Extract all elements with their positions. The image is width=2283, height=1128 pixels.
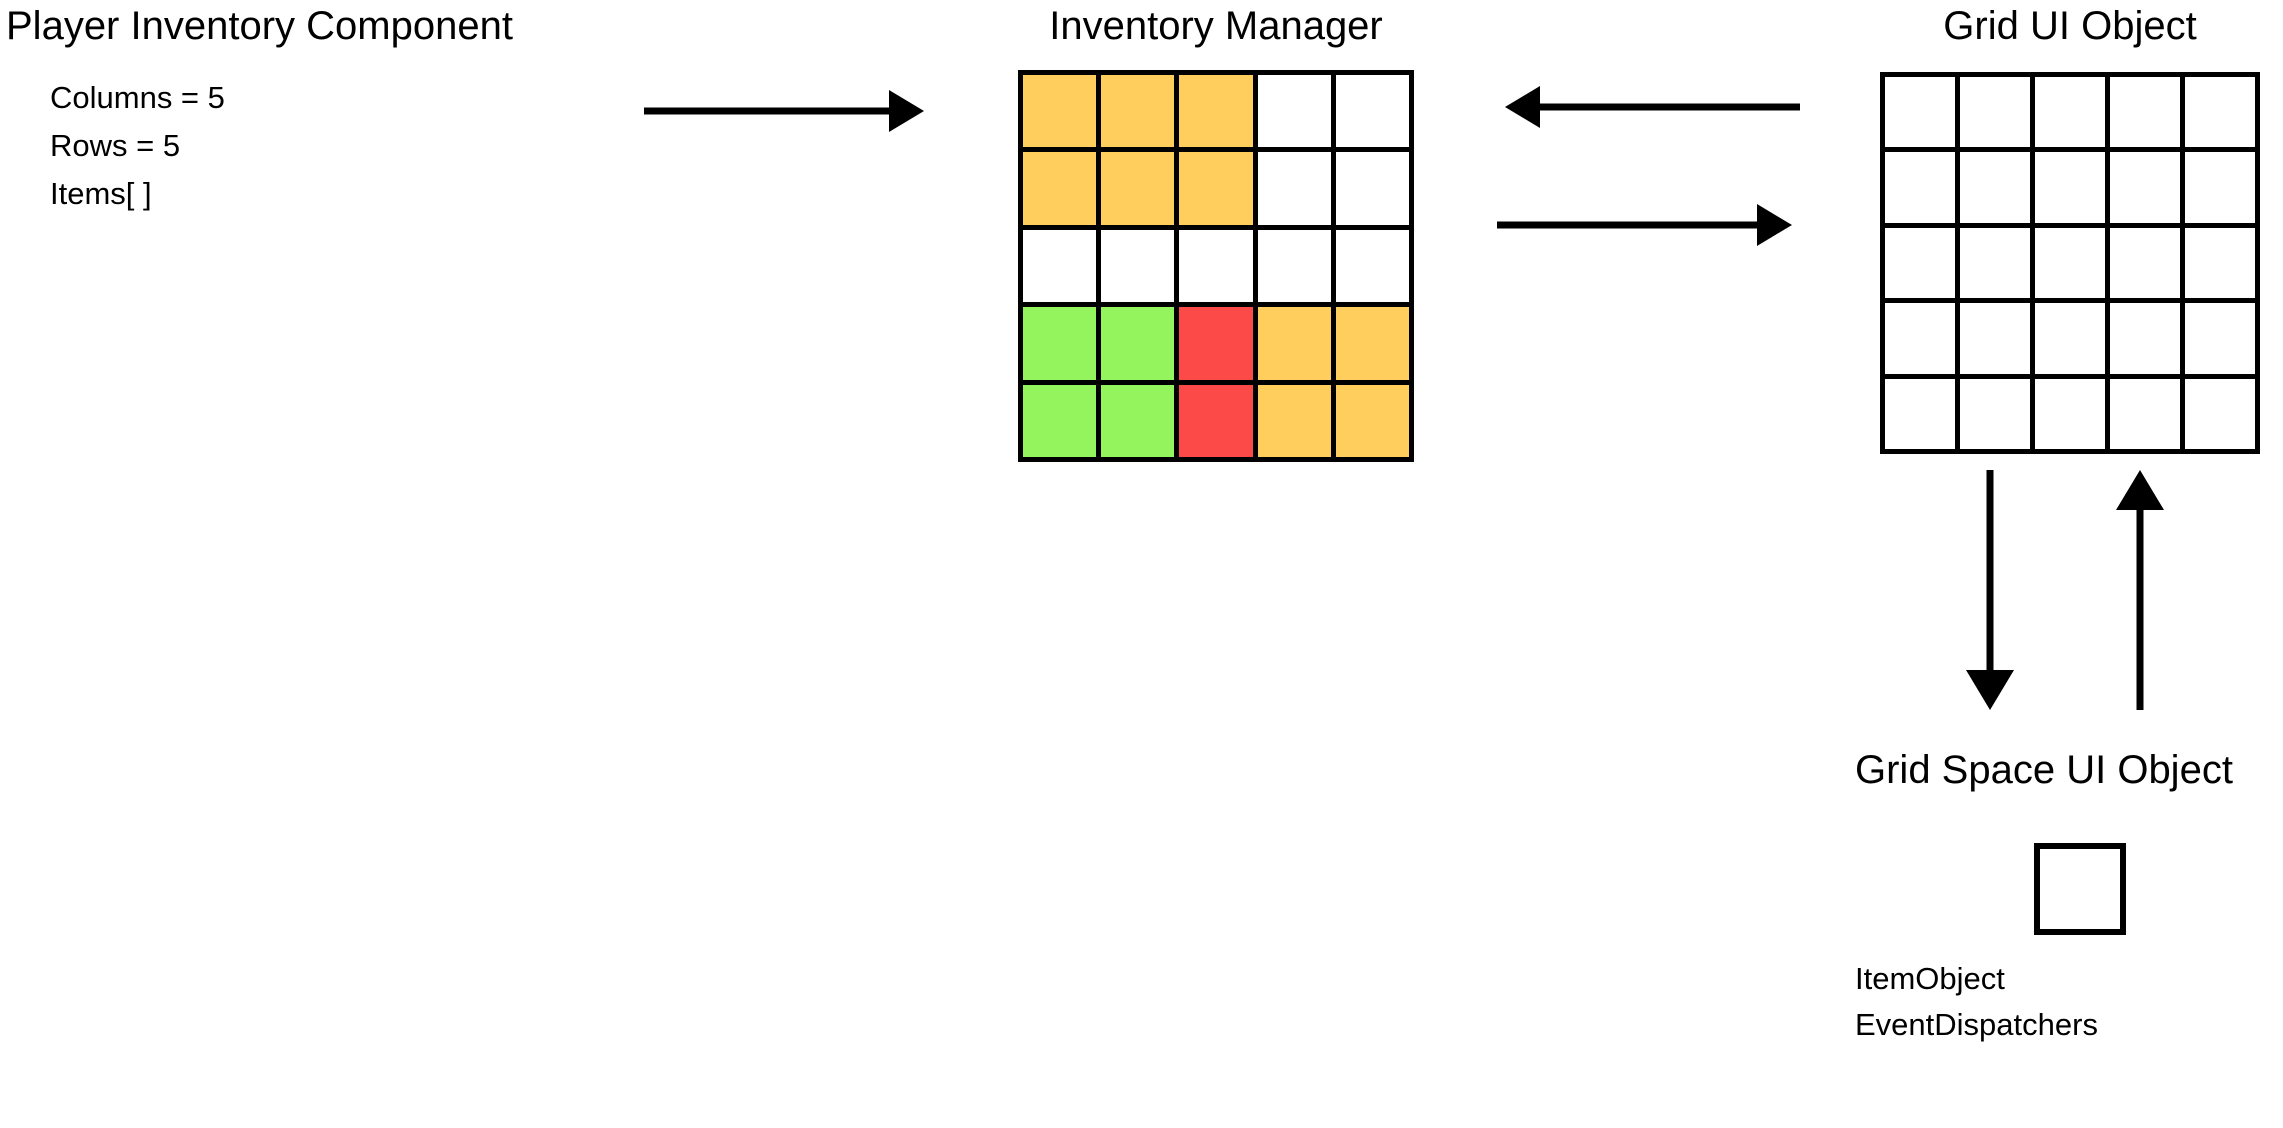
- arrow-grid-ui-object-to-inventory-manager: [1505, 84, 1800, 130]
- inventory-cell[interactable]: [1179, 307, 1253, 380]
- inventory-cell[interactable]: [1257, 75, 1331, 148]
- grid-ui-cell[interactable]: [1885, 303, 1955, 374]
- grid-ui-cell[interactable]: [2035, 152, 2105, 223]
- inventory-manager-grid[interactable]: [1018, 70, 1414, 462]
- grid-ui-cell[interactable]: [1960, 77, 2030, 148]
- grid-ui-cell[interactable]: [2035, 303, 2105, 374]
- arrow-player-inventory-to-inventory-manager: [644, 88, 924, 134]
- grid-ui-cell[interactable]: [1960, 303, 2030, 374]
- arrow-inventory-manager-to-grid-ui-object: [1497, 202, 1792, 248]
- inventory-cell[interactable]: [1101, 229, 1175, 303]
- grid-ui-cell[interactable]: [2110, 77, 2180, 148]
- inventory-cell[interactable]: [1335, 384, 1409, 457]
- grid-ui-cell[interactable]: [2185, 378, 2255, 449]
- grid-ui-cell[interactable]: [1885, 227, 1955, 299]
- grid-ui-cell[interactable]: [2185, 227, 2255, 299]
- inventory-cell[interactable]: [1257, 307, 1331, 380]
- inventory-cell[interactable]: [1257, 229, 1331, 303]
- inventory-cell[interactable]: [1335, 152, 1409, 225]
- grid-ui-cell[interactable]: [2110, 152, 2180, 223]
- inventory-cell[interactable]: [1101, 75, 1175, 148]
- grid-ui-cell[interactable]: [1885, 77, 1955, 148]
- inventory-cell[interactable]: [1257, 152, 1331, 225]
- grid-ui-cell[interactable]: [2110, 303, 2180, 374]
- grid-ui-cell[interactable]: [2110, 227, 2180, 299]
- label-item-object: ItemObject: [1855, 961, 2005, 996]
- label-event-dispatchers: EventDispatchers: [1855, 1007, 2098, 1042]
- grid-ui-cell[interactable]: [2185, 152, 2255, 223]
- inventory-cell[interactable]: [1335, 229, 1409, 303]
- inventory-cell[interactable]: [1179, 75, 1253, 148]
- property-columns: Columns = 5: [50, 80, 225, 115]
- grid-space-ui-object-title: Grid Space UI Object: [1855, 748, 2233, 792]
- grid-ui-object-title: Grid UI Object: [1943, 4, 2197, 48]
- property-rows: Rows = 5: [50, 128, 181, 163]
- grid-space-ui-object-square[interactable]: [2034, 843, 2126, 935]
- inventory-cell[interactable]: [1179, 229, 1253, 303]
- player-inventory-properties: Columns = 5 Rows = 5 Items[ ]: [50, 74, 225, 218]
- inventory-cell[interactable]: [1023, 384, 1097, 457]
- inventory-cell[interactable]: [1257, 384, 1331, 457]
- inventory-cell[interactable]: [1101, 152, 1175, 225]
- grid-ui-cell[interactable]: [1885, 152, 1955, 223]
- arrow-grid-ui-object-to-grid-space-ui-object: [1962, 470, 2018, 710]
- grid-ui-cell[interactable]: [2185, 77, 2255, 148]
- grid-ui-cell[interactable]: [1960, 227, 2030, 299]
- grid-ui-cell[interactable]: [2035, 378, 2105, 449]
- grid-ui-cell[interactable]: [2035, 77, 2105, 148]
- grid-ui-cell[interactable]: [2035, 227, 2105, 299]
- property-items: Items[ ]: [50, 176, 152, 211]
- inventory-cell[interactable]: [1179, 384, 1253, 457]
- grid-ui-cell[interactable]: [2110, 378, 2180, 449]
- inventory-cell[interactable]: [1023, 75, 1097, 148]
- inventory-manager-title: Inventory Manager: [1049, 4, 1383, 48]
- grid-ui-cell[interactable]: [1960, 152, 2030, 223]
- arrow-grid-space-ui-object-to-grid-ui-object: [2112, 470, 2168, 710]
- inventory-cell[interactable]: [1023, 307, 1097, 380]
- inventory-cell[interactable]: [1023, 229, 1097, 303]
- inventory-cell[interactable]: [1023, 152, 1097, 225]
- grid-space-ui-object-labels: ItemObject EventDispatchers: [1855, 956, 2098, 1048]
- grid-ui-cell[interactable]: [2185, 303, 2255, 374]
- inventory-cell[interactable]: [1101, 307, 1175, 380]
- inventory-cell[interactable]: [1179, 152, 1253, 225]
- grid-ui-cell[interactable]: [1885, 378, 1955, 449]
- grid-ui-cell[interactable]: [1960, 378, 2030, 449]
- inventory-cell[interactable]: [1335, 75, 1409, 148]
- player-inventory-component-title: Player Inventory Component: [6, 4, 513, 48]
- grid-ui-object-grid[interactable]: [1880, 72, 2260, 454]
- inventory-cell[interactable]: [1335, 307, 1409, 380]
- inventory-cell[interactable]: [1101, 384, 1175, 457]
